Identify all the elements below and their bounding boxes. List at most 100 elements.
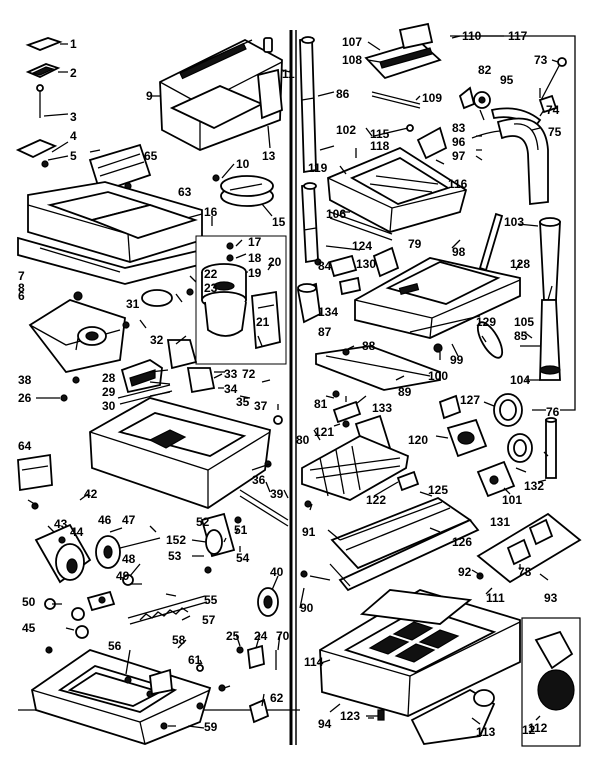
part-label-62: 62 xyxy=(270,691,284,705)
part-label-61: 61 xyxy=(188,653,202,667)
part-label-58: 58 xyxy=(172,633,186,647)
part-label-103: 103 xyxy=(504,215,524,229)
part-label-28: 28 xyxy=(102,371,116,385)
part-label-83: 83 xyxy=(452,121,466,135)
part-label-98: 98 xyxy=(452,245,466,259)
part-label-75: 75 xyxy=(548,125,562,139)
part-label-65: 65 xyxy=(144,149,158,163)
part-label-63: 63 xyxy=(178,185,192,199)
part-label-31: 31 xyxy=(126,297,140,311)
part-label-108: 108 xyxy=(342,53,362,67)
part-number-labels: 1234567891011121315161718192021222324252… xyxy=(18,29,562,739)
part-label-29: 29 xyxy=(102,385,116,399)
part-label-70: 70 xyxy=(276,629,290,643)
part-label-117: 117 xyxy=(508,29,528,43)
part-label-36: 36 xyxy=(252,473,266,487)
part-label-18: 18 xyxy=(248,251,262,265)
part-label-132: 132 xyxy=(524,479,544,493)
part-label-99: 99 xyxy=(450,353,464,367)
part-label-134: 134 xyxy=(318,305,338,319)
part-label-104: 104 xyxy=(510,373,530,387)
part-label-25: 25 xyxy=(226,629,240,643)
part-label-152: 152 xyxy=(166,533,186,547)
part-label-91: 91 xyxy=(302,525,316,539)
part-label-115: 115 xyxy=(370,127,390,141)
part-label-129: 129 xyxy=(476,315,496,329)
part-label-32: 32 xyxy=(150,333,164,347)
part-label-22: 22 xyxy=(204,267,218,281)
part-label-105: 105 xyxy=(514,315,534,329)
part-label-111: 111 xyxy=(486,591,505,605)
part-label-10: 10 xyxy=(236,157,250,171)
part-label-56: 56 xyxy=(108,639,122,653)
part-label-51: 51 xyxy=(234,523,248,537)
part-label-53: 53 xyxy=(168,549,182,563)
part-label-87: 87 xyxy=(318,325,332,339)
part-label-100: 100 xyxy=(428,369,448,383)
part-label-116: 116 xyxy=(448,177,468,191)
part-label-76: 76 xyxy=(546,405,560,419)
part-label-120: 120 xyxy=(408,433,428,447)
part-label-119: 119 xyxy=(308,161,328,175)
part-label-96: 96 xyxy=(452,135,466,149)
part-label-34: 34 xyxy=(224,382,238,396)
part-label-81: 81 xyxy=(314,397,328,411)
part-label-128: 128 xyxy=(510,257,530,271)
part-label-11: 11 xyxy=(282,67,295,81)
part-label-131: 131 xyxy=(490,515,510,529)
part-label-94: 94 xyxy=(318,717,332,731)
part-label-42: 42 xyxy=(84,487,98,501)
part-label-35: 35 xyxy=(236,395,250,409)
part-label-48: 48 xyxy=(122,552,136,566)
part-label-106: 106 xyxy=(326,207,346,221)
part-label-118: 118 xyxy=(370,139,390,153)
part-label-124: 124 xyxy=(352,239,372,253)
part-label-123: 123 xyxy=(340,709,360,723)
part-label-50: 50 xyxy=(22,595,36,609)
part-label-3: 3 xyxy=(70,110,77,124)
part-label-13: 13 xyxy=(262,149,276,163)
part-label-47: 47 xyxy=(122,513,136,527)
part-label-110: 110 xyxy=(462,29,482,43)
part-label-127: 127 xyxy=(460,393,480,407)
part-label-44: 44 xyxy=(70,525,84,539)
part-label-57: 57 xyxy=(202,613,216,627)
part-label-102: 102 xyxy=(336,123,356,137)
part-label-92: 92 xyxy=(458,565,472,579)
part-label-107: 107 xyxy=(342,35,362,49)
part-label-80: 80 xyxy=(296,433,310,447)
part-label-90: 90 xyxy=(300,601,314,615)
part-label-46: 46 xyxy=(98,513,112,527)
part-label-82: 82 xyxy=(478,63,492,77)
part-label-6: 6 xyxy=(18,289,25,303)
part-label-109: 109 xyxy=(422,91,442,105)
part-label-43: 43 xyxy=(54,517,68,531)
part-label-39: 39 xyxy=(270,487,284,501)
part-label-72: 72 xyxy=(242,367,256,381)
part-label-37: 37 xyxy=(254,399,268,413)
part-label-20: 20 xyxy=(268,255,282,269)
part-label-84: 84 xyxy=(318,259,332,273)
part-label-52: 52 xyxy=(196,515,210,529)
part-label-5: 5 xyxy=(70,149,77,163)
part-label-73: 73 xyxy=(534,53,548,67)
part-label-126: 126 xyxy=(452,535,472,549)
part-label-8: 8 xyxy=(18,281,25,295)
part-label-121: 121 xyxy=(314,425,334,439)
left-column-parts xyxy=(15,37,289,745)
part-label-16: 16 xyxy=(204,205,218,219)
part-label-4: 4 xyxy=(70,129,77,143)
part-label-33: 33 xyxy=(224,367,238,381)
part-label-79: 79 xyxy=(408,237,422,251)
part-label-86: 86 xyxy=(336,87,350,101)
part-label-59: 59 xyxy=(204,720,218,734)
part-label-133: 133 xyxy=(372,401,392,415)
part-label-2: 2 xyxy=(70,66,77,80)
part-label-89: 89 xyxy=(398,385,412,399)
part-label-30: 30 xyxy=(102,399,116,413)
leader-lines xyxy=(27,35,559,729)
part-label-122: 122 xyxy=(366,493,386,507)
part-label-114: 114 xyxy=(304,655,324,669)
